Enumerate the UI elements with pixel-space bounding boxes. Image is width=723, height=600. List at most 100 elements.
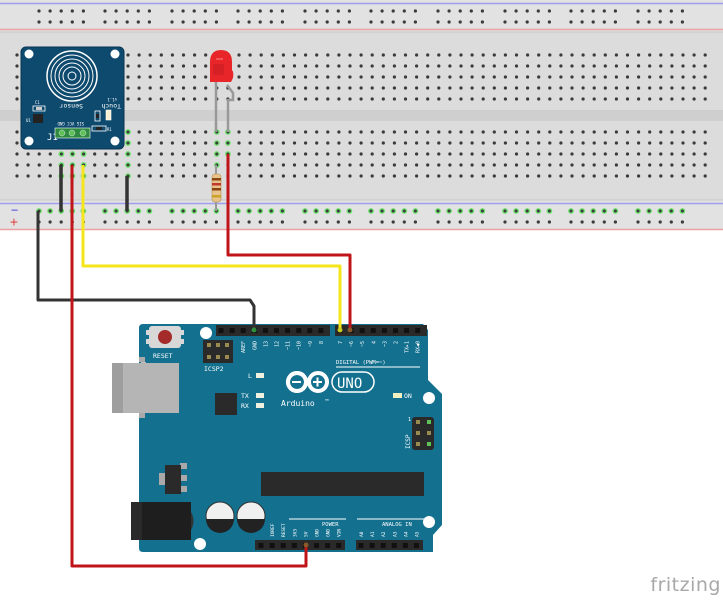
breadboard-hole[interactable] bbox=[559, 64, 563, 68]
breadboard-hole[interactable] bbox=[581, 174, 585, 178]
breadboard-hole[interactable] bbox=[692, 152, 696, 156]
breadboard-hole[interactable] bbox=[348, 141, 352, 145]
breadboard-hole[interactable] bbox=[391, 20, 395, 24]
breadboard-hole[interactable] bbox=[603, 174, 607, 178]
breadboard-hole[interactable] bbox=[247, 20, 251, 24]
breadboard-hole[interactable] bbox=[181, 163, 186, 167]
breadboard-hole[interactable] bbox=[559, 130, 563, 134]
breadboard-hole[interactable] bbox=[637, 75, 641, 79]
breadboard-hole[interactable] bbox=[136, 9, 140, 13]
breadboard-hole[interactable] bbox=[537, 64, 541, 68]
breadboard-hole[interactable] bbox=[703, 53, 707, 57]
breadboard-hole[interactable] bbox=[437, 75, 441, 79]
breadboard-hole[interactable] bbox=[537, 130, 541, 134]
header-pin[interactable] bbox=[370, 328, 376, 333]
breadboard-hole[interactable] bbox=[148, 64, 152, 68]
breadboard-hole[interactable] bbox=[459, 64, 463, 68]
wire-sensor-vcc-to-5v[interactable] bbox=[70, 165, 308, 568]
breadboard-hole[interactable] bbox=[26, 152, 30, 156]
breadboard-hole[interactable] bbox=[125, 20, 129, 24]
breadboard-hole[interactable] bbox=[415, 174, 419, 178]
breadboard-hole[interactable] bbox=[625, 97, 630, 101]
breadboard-hole[interactable] bbox=[15, 174, 19, 178]
breadboard-hole[interactable] bbox=[481, 163, 485, 167]
breadboard-hole[interactable] bbox=[537, 141, 541, 145]
header-pin[interactable] bbox=[229, 328, 235, 333]
breadboard-hole[interactable] bbox=[270, 64, 274, 68]
breadboard-hole[interactable] bbox=[37, 20, 41, 24]
breadboard-hole[interactable] bbox=[159, 75, 163, 79]
breadboard-hole[interactable] bbox=[292, 75, 297, 79]
breadboard-hole[interactable] bbox=[503, 20, 507, 24]
breadboard-hole[interactable] bbox=[26, 174, 30, 178]
breadboard-hole[interactable] bbox=[270, 75, 274, 79]
breadboard-hole[interactable] bbox=[435, 208, 441, 214]
breadboard-hole[interactable] bbox=[448, 163, 452, 167]
breadboard-hole[interactable] bbox=[159, 86, 163, 90]
breadboard-hole[interactable] bbox=[69, 151, 76, 157]
breadboard-hole[interactable] bbox=[602, 20, 606, 24]
breadboard-hole[interactable] bbox=[403, 97, 408, 101]
breadboard-hole[interactable] bbox=[237, 53, 241, 57]
breadboard-hole[interactable] bbox=[524, 208, 531, 214]
breadboard-hole[interactable] bbox=[602, 220, 606, 224]
breadboard-hole[interactable] bbox=[659, 53, 663, 57]
breadboard-hole[interactable] bbox=[426, 64, 430, 68]
breadboard-hole[interactable] bbox=[459, 163, 463, 167]
breadboard-hole[interactable] bbox=[192, 9, 196, 13]
breadboard-hole[interactable] bbox=[125, 140, 131, 146]
breadboard-hole[interactable] bbox=[657, 208, 664, 214]
breadboard-hole[interactable] bbox=[670, 174, 674, 178]
breadboard-hole[interactable] bbox=[125, 220, 129, 224]
breadboard-hole[interactable] bbox=[381, 130, 385, 134]
breadboard-hole[interactable] bbox=[113, 208, 120, 214]
breadboard-hole[interactable] bbox=[392, 75, 396, 79]
breadboard-hole[interactable] bbox=[592, 152, 596, 156]
breadboard-hole[interactable] bbox=[637, 152, 641, 156]
breadboard-hole[interactable] bbox=[104, 163, 108, 167]
breadboard-hole[interactable] bbox=[237, 130, 241, 134]
breadboard-hole[interactable] bbox=[248, 97, 252, 101]
header-pin[interactable] bbox=[325, 543, 331, 548]
breadboard-hole[interactable] bbox=[569, 9, 573, 13]
breadboard-hole[interactable] bbox=[402, 9, 406, 13]
breadboard-hole[interactable] bbox=[337, 174, 341, 178]
breadboard-hole[interactable] bbox=[469, 20, 473, 24]
breadboard-hole[interactable] bbox=[370, 53, 374, 57]
breadboard-hole[interactable] bbox=[380, 9, 384, 13]
breadboard-hole[interactable] bbox=[193, 152, 197, 156]
breadboard-hole[interactable] bbox=[570, 75, 574, 79]
breadboard-hole[interactable] bbox=[314, 220, 318, 224]
breadboard-hole[interactable] bbox=[592, 53, 596, 57]
breadboard-hole[interactable] bbox=[426, 130, 430, 134]
breadboard-hole[interactable] bbox=[548, 130, 552, 134]
breadboard-hole[interactable] bbox=[258, 220, 262, 224]
breadboard-hole[interactable] bbox=[426, 163, 430, 167]
breadboard-hole[interactable] bbox=[48, 9, 52, 13]
breadboard-hole[interactable] bbox=[570, 163, 574, 167]
breadboard-hole[interactable] bbox=[570, 86, 574, 90]
breadboard-hole[interactable] bbox=[437, 53, 441, 57]
breadboard-hole[interactable] bbox=[625, 163, 630, 167]
breadboard-hole[interactable] bbox=[525, 9, 529, 13]
breadboard-hole[interactable] bbox=[415, 86, 419, 90]
breadboard-hole[interactable] bbox=[380, 220, 384, 224]
breadboard-hole[interactable] bbox=[590, 208, 597, 214]
breadboard-hole[interactable] bbox=[403, 174, 408, 178]
breadboard-hole[interactable] bbox=[648, 86, 652, 90]
breadboard-hole[interactable] bbox=[303, 20, 307, 24]
breadboard-hole[interactable] bbox=[58, 151, 65, 157]
breadboard-hole[interactable] bbox=[703, 75, 707, 79]
breadboard-hole[interactable] bbox=[169, 208, 175, 214]
breadboard-hole[interactable] bbox=[170, 174, 174, 178]
breadboard-hole[interactable] bbox=[448, 97, 452, 101]
breadboard-hole[interactable] bbox=[114, 20, 118, 24]
breadboard-hole[interactable] bbox=[503, 152, 507, 156]
breadboard-hole[interactable] bbox=[237, 152, 241, 156]
breadboard-hole[interactable] bbox=[259, 64, 263, 68]
breadboard-hole[interactable] bbox=[526, 174, 530, 178]
breadboard-hole[interactable] bbox=[359, 75, 363, 79]
breadboard-hole[interactable] bbox=[692, 53, 696, 57]
breadboard-hole[interactable] bbox=[137, 64, 141, 68]
